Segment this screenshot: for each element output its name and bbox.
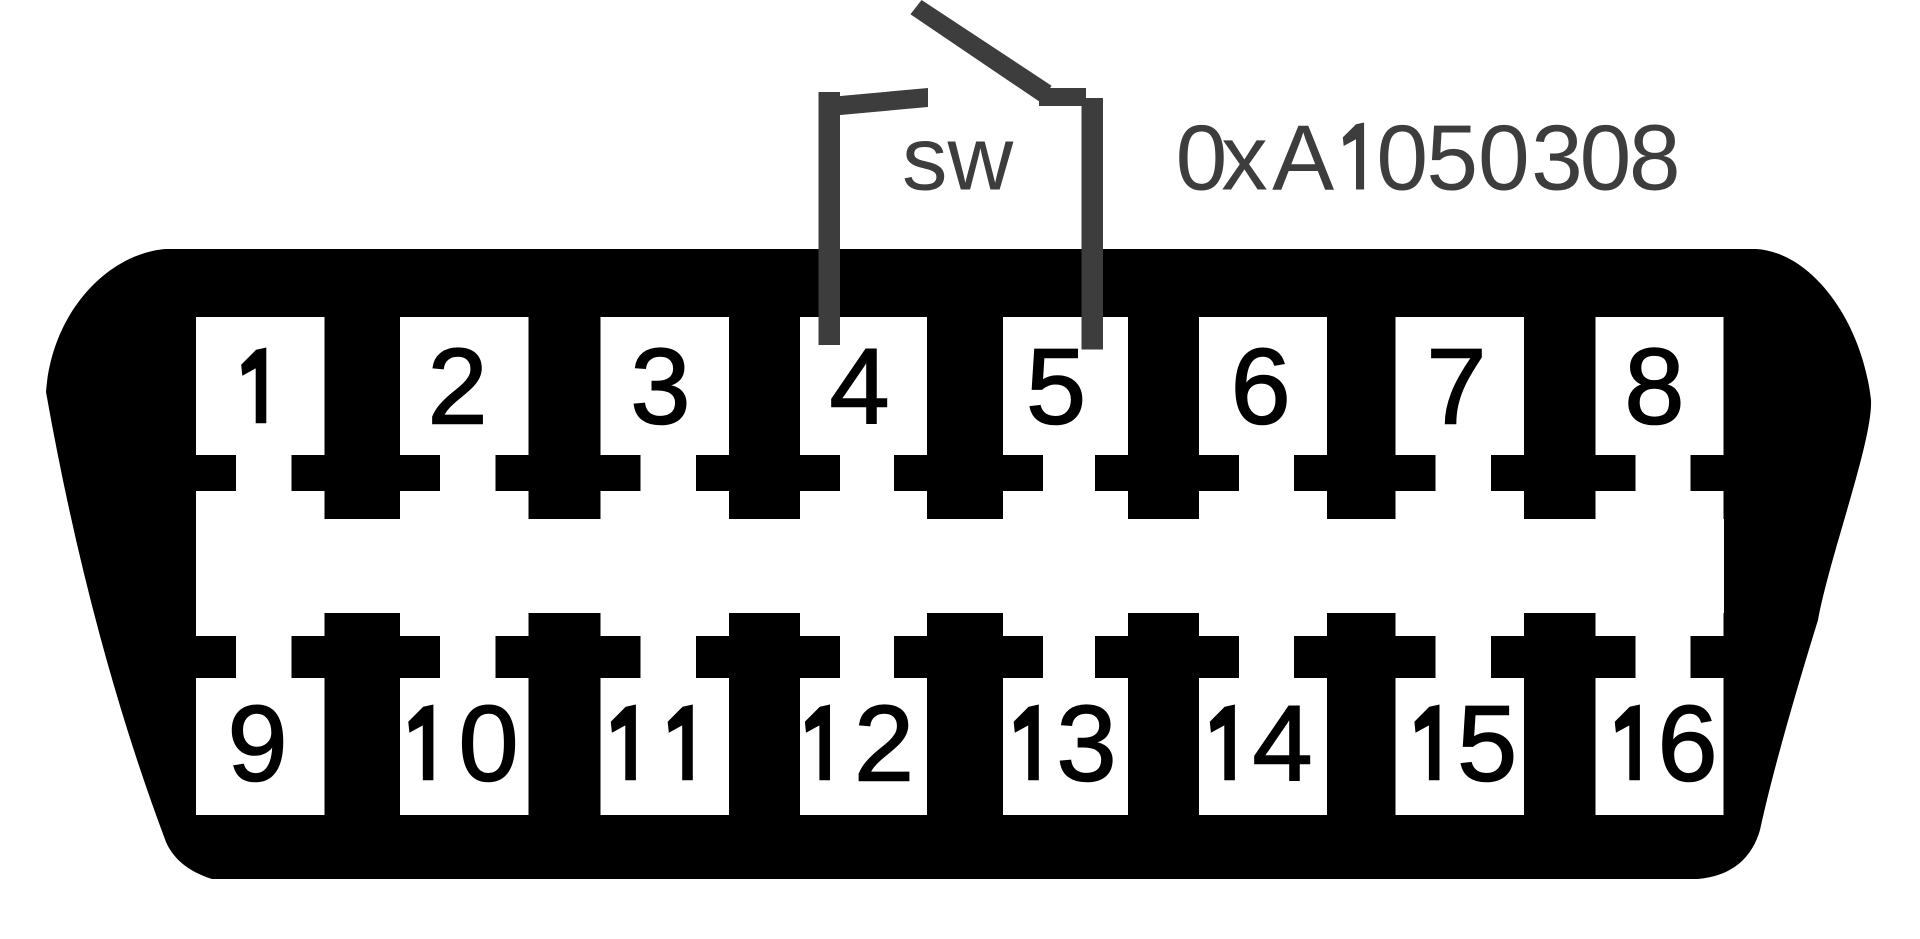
svg-text:0: 0 [1478, 106, 1530, 210]
svg-text:0: 0 [1176, 106, 1228, 210]
svg-text:4: 4 [829, 326, 889, 447]
svg-text:8: 8 [1624, 326, 1684, 447]
svg-text:x: x [1221, 106, 1268, 210]
svg-text:sw: sw [902, 109, 1014, 210]
svg-text:8: 8 [1629, 106, 1681, 210]
svg-text:A: A [1272, 106, 1334, 210]
svg-text:2: 2 [427, 326, 487, 447]
svg-text:4: 4 [1253, 683, 1313, 804]
svg-text:6: 6 [1658, 683, 1718, 804]
svg-text:0: 0 [1580, 106, 1632, 210]
svg-text:3: 3 [1056, 683, 1116, 804]
svg-text:0: 0 [458, 683, 518, 804]
svg-text:5: 5 [1026, 326, 1086, 447]
svg-text:0: 0 [1376, 106, 1428, 210]
svg-text:6: 6 [1231, 326, 1291, 447]
svg-text:3: 3 [630, 326, 690, 447]
svg-text:7: 7 [1426, 326, 1486, 447]
svg-text:3: 3 [1531, 106, 1583, 210]
svg-text:9: 9 [227, 683, 287, 804]
svg-text:5: 5 [1426, 106, 1478, 210]
svg-text:5: 5 [1457, 683, 1517, 804]
svg-text:2: 2 [854, 683, 914, 804]
